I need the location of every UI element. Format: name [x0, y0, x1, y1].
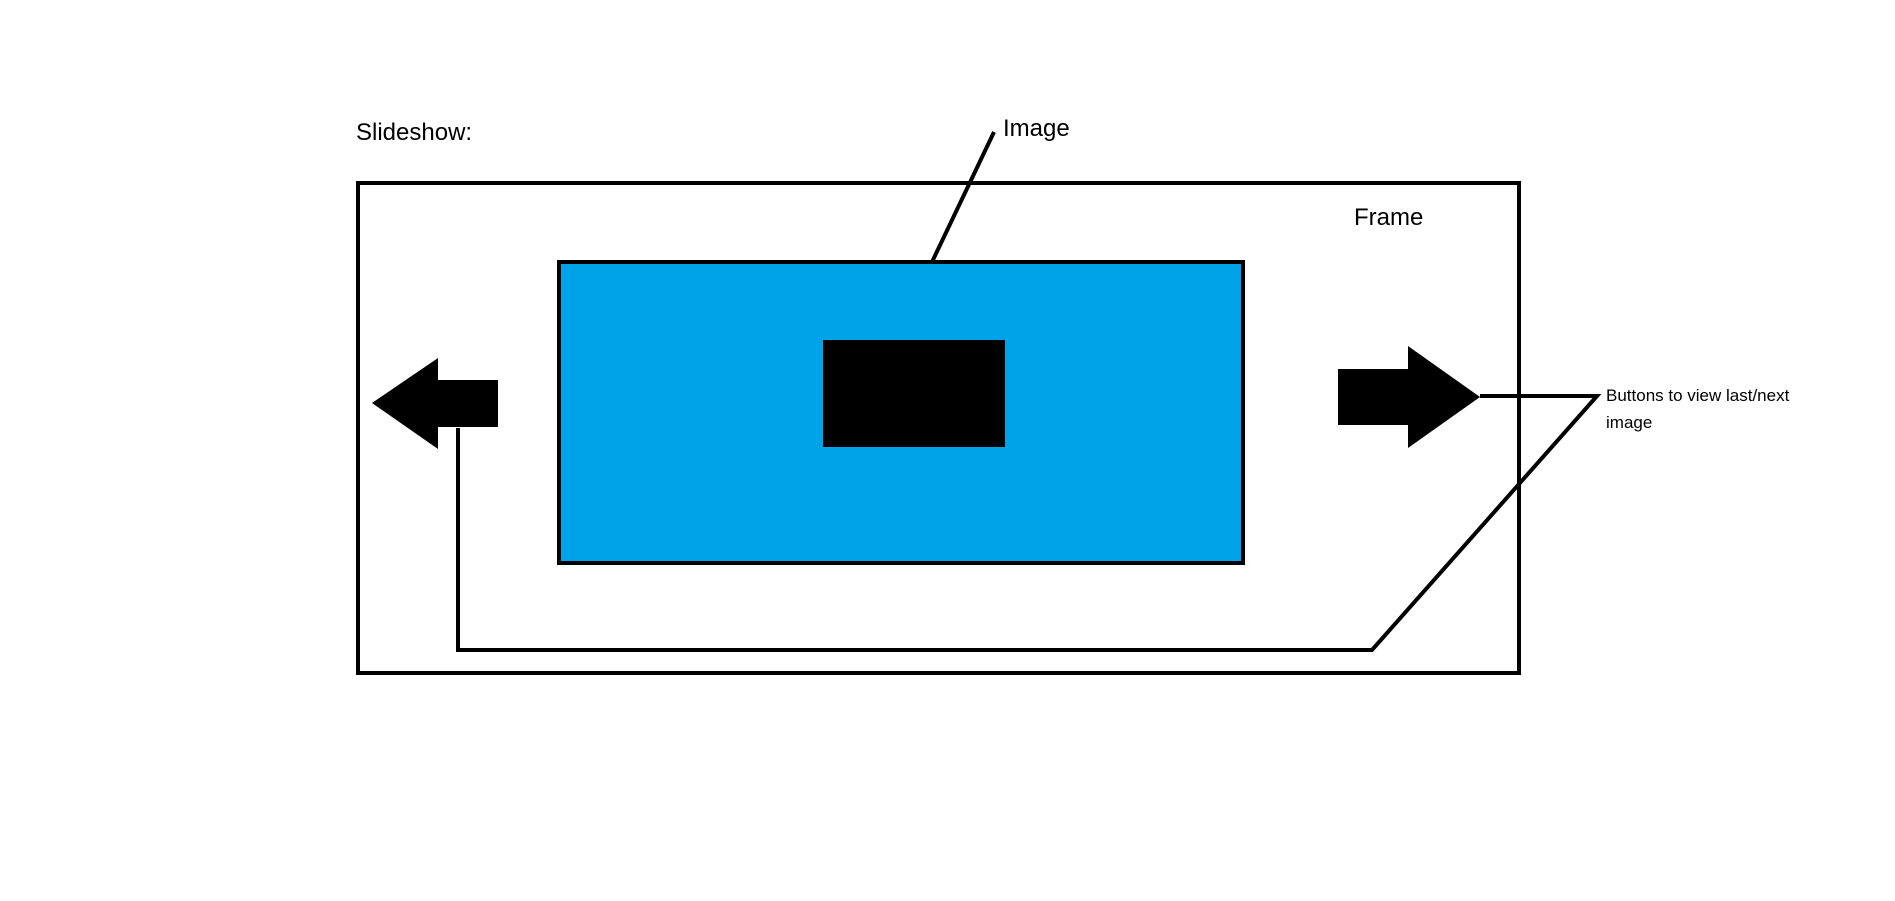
image-callout-line — [930, 131, 996, 263]
next-image-button[interactable] — [1338, 346, 1480, 448]
buttons-label-line1: Buttons to view last/next — [1606, 386, 1790, 405]
buttons-label-line2: image — [1606, 413, 1652, 432]
frame-box — [356, 181, 1521, 675]
slideshow-heading: Slideshow: — [356, 119, 472, 146]
image-label: Image — [1003, 115, 1070, 142]
arrow-right-icon — [1338, 346, 1480, 448]
image-area — [557, 260, 1245, 565]
prev-image-button[interactable] — [372, 358, 498, 449]
frame-label: Frame — [1354, 204, 1423, 231]
arrow-left-icon — [372, 358, 498, 449]
buttons-callout-line — [456, 394, 1602, 652]
image-content-block — [823, 340, 1005, 447]
